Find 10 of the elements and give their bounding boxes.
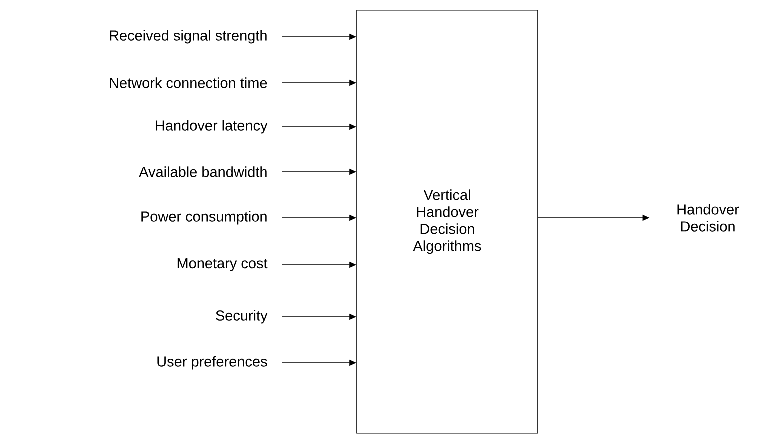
- output-label: Handover Decision: [678, 204, 740, 232]
- input-label: Monetary cost: [178, 258, 268, 272]
- input-label: User preferences: [158, 356, 268, 370]
- input-label: Power consumption: [142, 211, 267, 225]
- input-label: Available bandwidth: [139, 166, 267, 178]
- algorithm-box: Vertical Handover Decision Algorithms: [356, 10, 538, 434]
- input-label: Network connection time: [110, 78, 268, 88]
- input-label: Handover latency: [156, 120, 268, 134]
- input-label: Security: [216, 310, 268, 324]
- input-label: Received signal strength: [110, 30, 267, 44]
